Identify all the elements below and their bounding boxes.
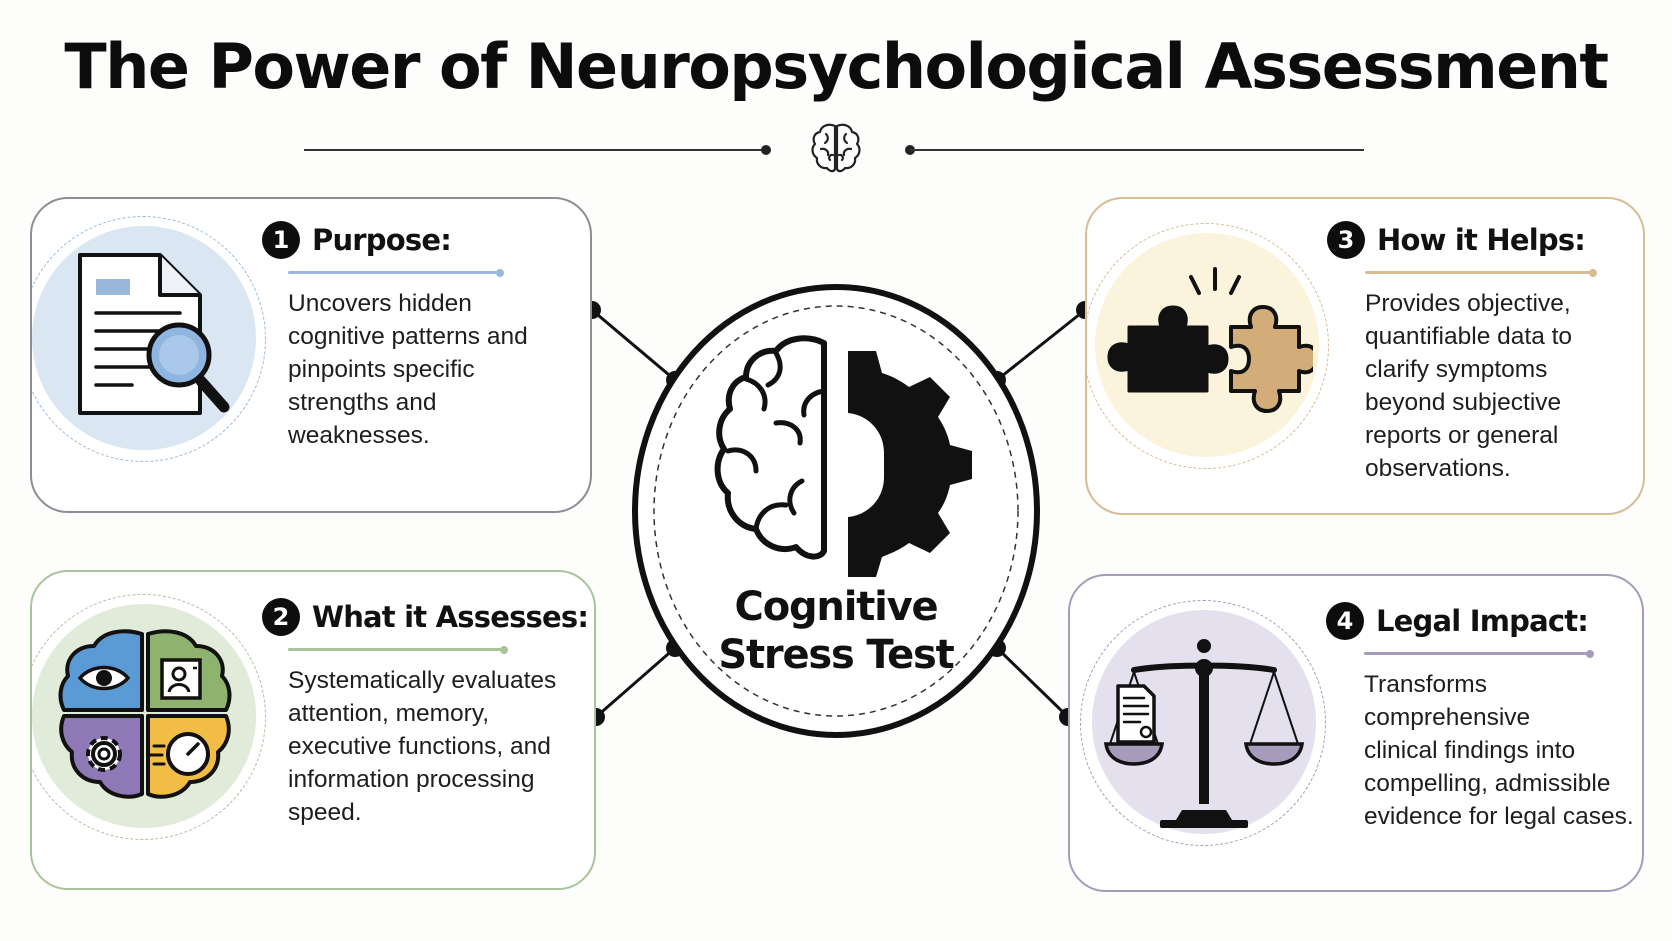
legal-heading-rule [1364, 649, 1594, 658]
legal-icon-ring [1080, 600, 1326, 846]
helps-heading-rule [1365, 268, 1597, 277]
puzzle-pieces-icon [1107, 267, 1313, 413]
card-purpose: 1 Purpose: Uncovers hidden cognitive pat… [30, 197, 592, 513]
assesses-heading: What it Assesses: [312, 600, 589, 634]
helps-icon-ring [1087, 223, 1329, 469]
brain-icon [811, 123, 861, 173]
purpose-icon-ring [32, 216, 266, 462]
title-divider-left-dot [761, 145, 771, 155]
step-number-badge: 2 [262, 598, 300, 636]
helps-heading: How it Helps: [1377, 223, 1586, 257]
helps-header: 3 How it Helps: [1327, 221, 1586, 259]
card-what-it-assesses: 2 What it Assesses: Systematically evalu… [30, 570, 596, 890]
center-label-line1: Cognitive [734, 584, 939, 630]
step-number-badge: 4 [1326, 602, 1364, 640]
step-number-badge: 3 [1327, 221, 1365, 259]
title-divider-right [910, 149, 1364, 151]
center-label-line2: Stress Test [718, 632, 954, 678]
title-divider-left [304, 149, 766, 151]
purpose-heading-rule [288, 268, 504, 277]
purpose-header: 1 Purpose: [262, 221, 452, 259]
assesses-header: 2 What it Assesses: [262, 598, 589, 636]
legal-description: Transforms comprehensive clinical findin… [1364, 671, 1634, 830]
legal-heading: Legal Impact: [1376, 604, 1589, 638]
assesses-heading-rule [288, 645, 508, 654]
purpose-description: Uncovers hidden cognitive patterns and p… [288, 290, 528, 449]
page-title: The Power of Neuropsychological Assessme… [64, 30, 1609, 103]
brain-gear-icon [714, 335, 972, 577]
purpose-heading: Purpose: [312, 223, 452, 257]
assesses-description: Systematically evaluates attention, memo… [288, 667, 557, 826]
document-magnifier-icon [78, 253, 230, 415]
card-legal-impact: 4 Legal Impact: Transforms comprehensive… [1068, 574, 1644, 892]
helps-description: Provides objective, quantifiable data to… [1365, 290, 1573, 482]
scales-of-justice-icon [1103, 639, 1305, 828]
brain-quadrants-icon [58, 629, 232, 799]
card-how-it-helps: 3 How it Helps: Provides objective, quan… [1085, 197, 1645, 515]
legal-header: 4 Legal Impact: [1326, 602, 1589, 640]
step-number-badge: 1 [262, 221, 300, 259]
assesses-icon-ring [32, 594, 266, 840]
center-hub: Cognitive Stress Test [630, 283, 1042, 740]
